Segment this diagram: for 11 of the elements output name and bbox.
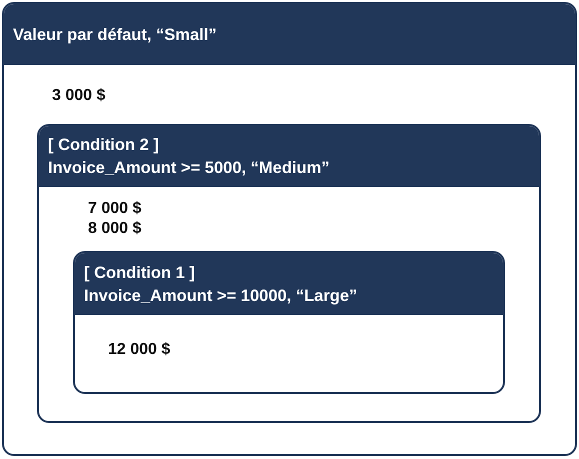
amount-text: 12 000 $ xyxy=(108,340,170,360)
amount-text: 8 000 $ xyxy=(88,219,142,239)
header-text: Invoice_Amount >= 10000, “Large” xyxy=(84,286,358,306)
header-text: Invoice_Amount >= 5000, “Medium” xyxy=(48,158,330,178)
header-text: [ Condition 2 ] xyxy=(48,135,159,155)
header-text: Valeur par défaut, “Small” xyxy=(13,24,217,44)
header-text: [ Condition 1 ] xyxy=(84,262,195,282)
group-box xyxy=(73,251,505,394)
amount-text: 3 000 $ xyxy=(52,86,106,106)
group-box xyxy=(37,124,541,423)
amount-text: 7 000 $ xyxy=(88,199,142,219)
